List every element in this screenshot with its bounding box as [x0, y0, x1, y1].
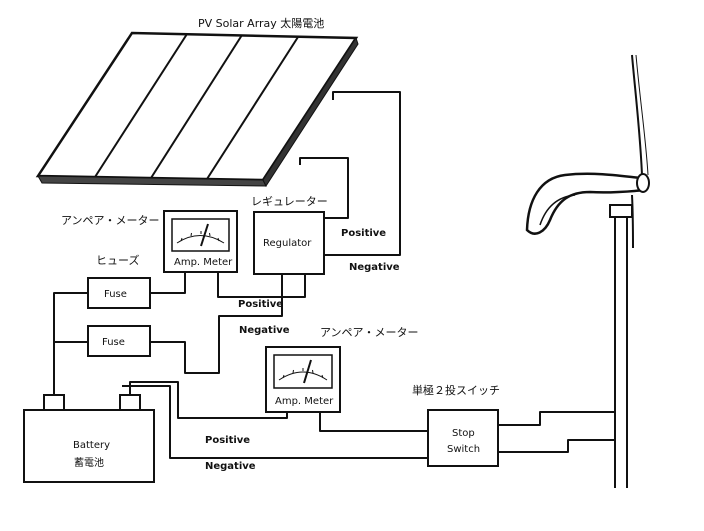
fuse-2-label: Fuse — [102, 337, 125, 348]
amp-meter-bottom: Amp. Meter — [265, 346, 341, 413]
fuse-1: Fuse — [87, 277, 151, 309]
wire-label-negative-regulator: Negative — [349, 262, 400, 273]
stop-switch-line2: Switch — [447, 444, 480, 455]
amp-meter-bottom-title: アンペア・メーター — [320, 326, 419, 339]
amp-meter-bottom-label: Amp. Meter — [275, 396, 334, 407]
wire-label-negative-battery: Negative — [205, 461, 256, 472]
battery: Battery 蓄電池 — [23, 394, 155, 483]
wires — [53, 91, 615, 459]
fuse-2: Fuse — [87, 325, 151, 357]
amp-meter-top-title: アンペア・メーター — [61, 214, 160, 227]
regulator-box: Regulator — [253, 211, 325, 275]
stop-switch-title: 単極２投スイッチ — [412, 383, 500, 397]
fuse-1-label: Fuse — [104, 289, 127, 300]
wind-turbine — [525, 54, 650, 488]
solar-panel — [35, 31, 359, 188]
fuses-title: ヒューズ — [96, 253, 139, 267]
stop-switch: Stop Switch — [427, 409, 499, 467]
stop-switch-line1: Stop — [452, 428, 475, 439]
battery-label-jp: 蓄電池 — [74, 456, 104, 469]
wire-label-positive-meter: Positive — [238, 299, 283, 310]
wire-label-positive-battery: Positive — [205, 435, 250, 446]
regulator-label: Regulator — [263, 238, 312, 249]
solar-panel-label: PV Solar Array 太陽電池 — [198, 17, 324, 30]
regulator-title: レギュレーター — [251, 195, 328, 208]
wire-label-negative-meter: Negative — [239, 325, 290, 336]
battery-label-en: Battery — [73, 440, 110, 451]
wire-label-positive-regulator: Positive — [341, 228, 386, 239]
amp-meter-top: Amp. Meter — [163, 210, 238, 273]
amp-meter-top-label: Amp. Meter — [174, 257, 233, 268]
